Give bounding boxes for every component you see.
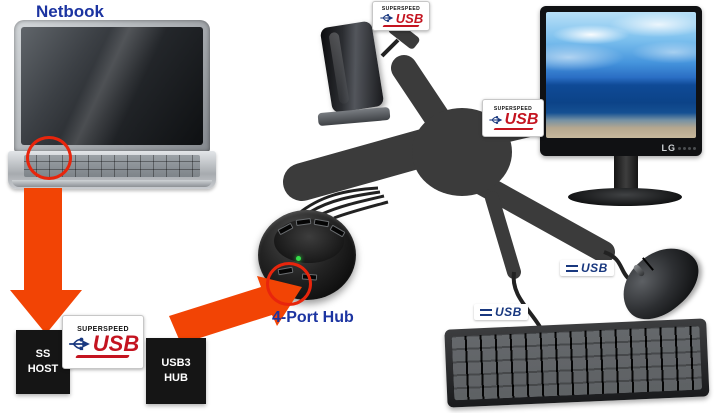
usb-text: USB [581,261,608,275]
usb-speed-lines-icon [480,308,492,316]
cable-keyboard-branch [485,191,521,279]
superspeed-text: SUPERSPEED [381,5,421,12]
netbook-screen [21,27,203,145]
usb3-hub-box: USB3 HUB [146,338,206,404]
mouse-device [609,233,711,333]
external-hdd-device [310,20,400,127]
netbook-screen-reflection [21,27,203,145]
highlight-circle-hub-port [266,262,312,306]
monitor-stand-neck [614,156,638,192]
netbook-front-edge [12,180,212,187]
monitor-buttons [678,147,696,150]
monitor-stand-base [568,188,682,206]
ss-host-line2: HOST [27,363,59,375]
usb-trident-icon [488,116,502,124]
usb-text: USB [395,10,424,26]
keyboard-body [444,318,710,408]
ss-host-box: SS HOST [16,330,70,394]
usb-logo-keyboard: USB [474,304,528,320]
superspeed-text: SUPERSPEED [77,326,129,333]
netbook-label: Netbook [36,2,104,21]
usb-speed-lines-icon [566,264,578,272]
monitor-screen [546,12,696,138]
netbook-device [8,20,216,190]
usb-text: USB [504,111,539,128]
usb3-hub-line2: HUB [164,372,188,384]
monitor-brand-logo: LG [661,143,676,153]
superspeed-usb-logo-host: SUPERSPEED USB [62,315,144,369]
hdd-gloss [328,31,350,105]
usb3-hub-line1: USB3 [161,357,191,370]
hub-power-led [296,256,301,261]
keyboard-keys [451,325,703,401]
usb-text: USB [495,305,522,319]
hdd-stand [317,106,391,127]
usb-text: USB [92,331,140,356]
usb-swoosh [382,24,420,27]
netbook-lid [14,20,210,152]
superspeed-usb-logo-monitor: SUPERSPEED USB [482,99,544,137]
keyboard-device [444,318,710,413]
usb-trident-icon [380,14,394,22]
usb-swoosh [75,355,131,358]
monitor-bezel: LG [540,6,702,156]
hdd-body [319,20,385,114]
usb-logo-mouse: USB [560,260,614,276]
usb-swoosh [492,128,534,130]
superspeed-usb-logo-hdd: SUPERSPEED USB [372,1,430,31]
cable-hub-branch [283,121,471,201]
monitor-device: LG [540,6,708,208]
usb-trident-icon [68,337,90,351]
cable-hdd-branch [391,55,465,153]
ss-host-line1: SS [35,348,51,361]
mouse-body [609,233,711,333]
arrow-netbook-to-ss-host [10,188,82,334]
hub-label: 4-Port Hub [272,309,354,326]
highlight-circle-netbook-port [26,136,72,180]
